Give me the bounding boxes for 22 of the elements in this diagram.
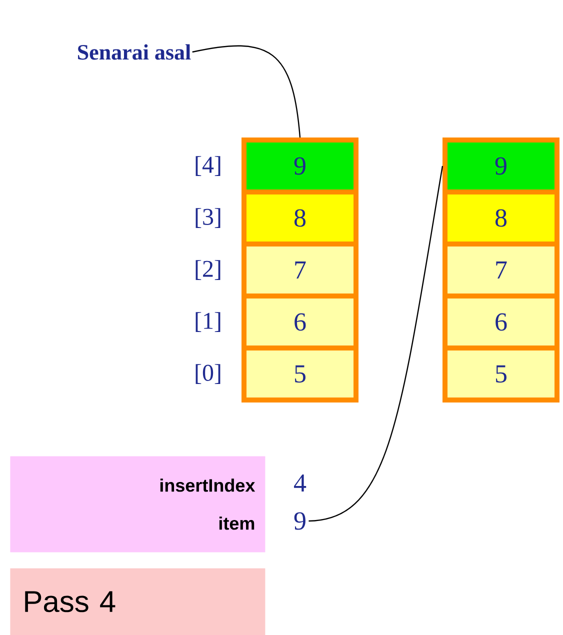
array-cell: 8 (442, 190, 560, 246)
index-label: [3] (196, 208, 220, 228)
index-label: [4] (196, 156, 220, 176)
array-cell: 7 (442, 242, 560, 298)
array-cell: 9 (242, 138, 358, 194)
array-cell: 5 (442, 346, 560, 402)
variable-value: 9 (294, 512, 306, 530)
leader-line (192, 45, 301, 138)
variable-panel: insertIndex item (10, 456, 266, 552)
array-cell: 6 (242, 294, 358, 350)
variable-value: 4 (294, 474, 306, 492)
list-caption: Senarai asal (78, 44, 191, 60)
array-cell: 5 (242, 346, 358, 402)
index-label: [0] (196, 364, 220, 384)
array-cell: 9 (442, 138, 560, 194)
leader-line (308, 166, 444, 522)
pass-banner: Pass 4 (10, 568, 266, 635)
array-cell: 6 (442, 294, 560, 350)
index-label: [2] (196, 260, 220, 280)
index-label: [1] (196, 312, 220, 332)
array-cell: 7 (242, 242, 358, 298)
array-cell: 8 (242, 190, 358, 246)
